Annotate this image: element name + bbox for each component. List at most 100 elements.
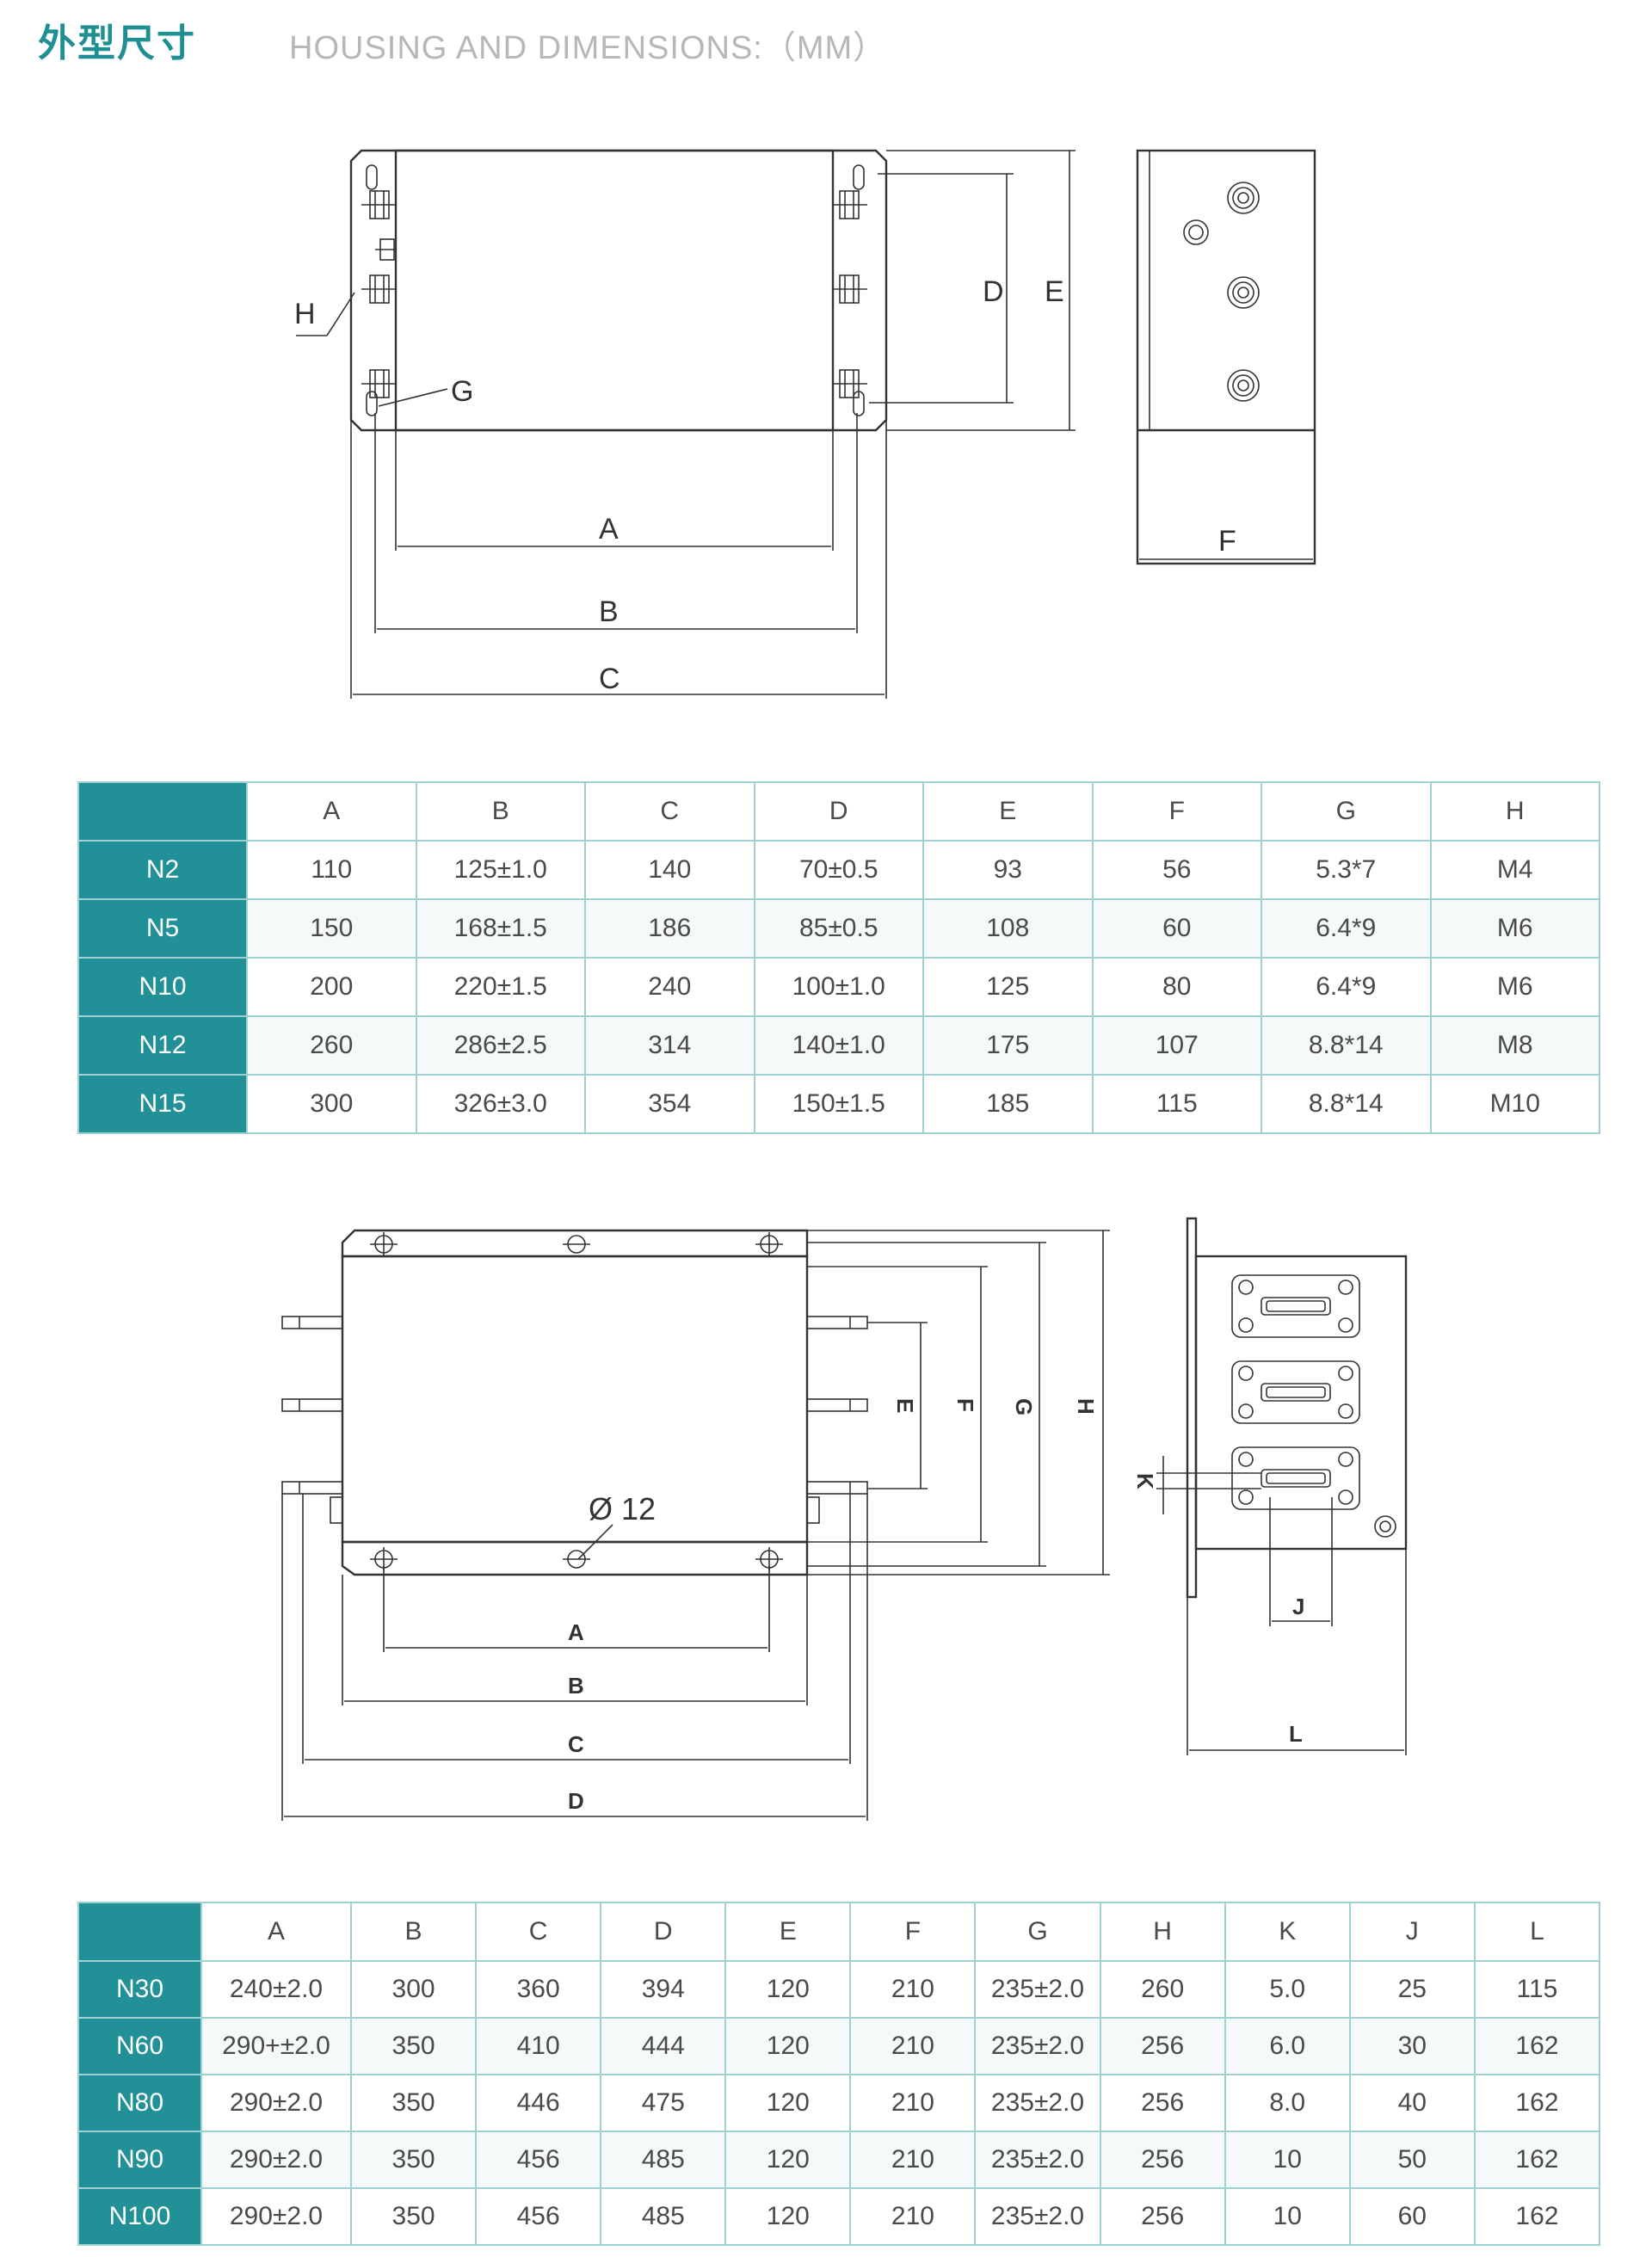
table-cell: 162 xyxy=(1473,2187,1601,2246)
front-view-1: H G D E A B C xyxy=(294,149,1076,699)
table-cell: 115 xyxy=(1473,1960,1601,2019)
table-cell: 350 xyxy=(349,2074,478,2132)
table-cell: 256 xyxy=(1099,2131,1226,2189)
table-row: N30 240±2.0 300 360 394 120 210 235±2.0 … xyxy=(77,1960,1601,2019)
row-model: N30 xyxy=(77,1960,202,2019)
left-terminal-2 xyxy=(361,274,396,304)
terminal-block-2 xyxy=(1231,1360,1360,1424)
right-busbar-terminals xyxy=(806,1316,868,1524)
table-cell: 168±1.5 xyxy=(415,898,586,959)
table-cell: 300 xyxy=(246,1074,417,1134)
ground-screw xyxy=(1374,1515,1396,1538)
col-header: F xyxy=(1091,781,1262,842)
table-cell: 350 xyxy=(349,2131,478,2189)
table-cell: 120 xyxy=(724,2187,852,2246)
left-terminal-3 xyxy=(361,369,396,398)
table-cell: 410 xyxy=(475,2017,602,2075)
table-cell: 70±0.5 xyxy=(753,840,924,900)
table-cell: 115 xyxy=(1091,1074,1262,1134)
right-terminal-3 xyxy=(833,369,867,398)
table-cell: 40 xyxy=(1348,2074,1476,2132)
table-cell: 140±1.0 xyxy=(753,1015,924,1076)
table-cell: 360 xyxy=(475,1960,602,2019)
table-cell: 140 xyxy=(584,840,755,900)
col-header: K xyxy=(1224,1902,1351,1962)
table-row: N12 260 286±2.5 314 140±1.0 175 107 8.8*… xyxy=(77,1015,1600,1076)
col-header: E xyxy=(922,781,1094,842)
table-row: N80 290±2.0 350 446 475 120 210 235±2.0 … xyxy=(77,2074,1601,2132)
table-cell: 162 xyxy=(1473,2074,1601,2132)
table-cell: 125±1.0 xyxy=(415,840,586,900)
label-e2: E xyxy=(892,1398,918,1413)
table-cell: 162 xyxy=(1473,2131,1601,2189)
right-terminal-1 xyxy=(833,190,867,219)
table-cell: 25 xyxy=(1348,1960,1476,2019)
label-f2: F xyxy=(952,1398,978,1412)
dimension-drawing-2: Ø 12 E F G H A B C xyxy=(281,1217,1408,1821)
table-cell: 240±2.0 xyxy=(200,1960,352,2019)
table-cell: 6.4*9 xyxy=(1261,898,1432,959)
label-g2: G xyxy=(1011,1398,1037,1415)
table-cell: 150 xyxy=(246,898,417,959)
table-row: N5 150 168±1.5 186 85±0.5 108 60 6.4*9 M… xyxy=(77,898,1600,959)
side-view-2: K J L xyxy=(1132,1217,1408,1755)
table-cell: 10 xyxy=(1224,2187,1351,2246)
col-header: G xyxy=(1261,781,1432,842)
table-row: N90 290±2.0 350 456 485 120 210 235±2.0 … xyxy=(77,2131,1601,2189)
col-header: F xyxy=(849,1902,977,1962)
col-header: E xyxy=(724,1902,852,1962)
table-cell: 6.4*9 xyxy=(1261,957,1432,1017)
row-model: N10 xyxy=(77,957,248,1017)
table-cell: 456 xyxy=(475,2187,602,2246)
label-b: B xyxy=(599,595,619,628)
right-terminal-2 xyxy=(833,274,867,304)
table-row: N100 290±2.0 350 456 485 120 210 235±2.0… xyxy=(77,2187,1601,2246)
table-cell: 110 xyxy=(246,840,417,900)
table-cell: 125 xyxy=(922,957,1094,1017)
col-header: B xyxy=(349,1902,478,1962)
table-cell: 8.8*14 xyxy=(1261,1074,1432,1134)
table-cell: 120 xyxy=(724,1960,852,2019)
table-cell: 210 xyxy=(849,2131,977,2189)
table-cell: 350 xyxy=(349,2017,478,2075)
table-cell: 314 xyxy=(584,1015,755,1076)
label-a2: A xyxy=(568,1619,584,1645)
label-h2: H xyxy=(1073,1398,1099,1415)
table-cell: 240 xyxy=(584,957,755,1017)
label-e: E xyxy=(1045,275,1064,308)
filter-body-2 xyxy=(341,1255,809,1544)
label-hole-diameter: Ø 12 xyxy=(589,1491,656,1526)
table-cell: 200 xyxy=(246,957,417,1017)
table-cell: M6 xyxy=(1429,898,1600,959)
table-cell: 150±1.5 xyxy=(753,1074,924,1134)
front-view-2: Ø 12 E F G H A B C xyxy=(281,1229,1110,1821)
table-cell: 162 xyxy=(1473,2017,1601,2075)
table-cell: 485 xyxy=(600,2131,727,2189)
table-cell: 456 xyxy=(475,2131,602,2189)
table-cell: 175 xyxy=(922,1015,1094,1076)
col-header: H xyxy=(1429,781,1600,842)
table-row: N15 300 326±3.0 354 150±1.5 185 115 8.8*… xyxy=(77,1074,1600,1134)
table-cell: 210 xyxy=(849,2187,977,2246)
table-cell: 85±0.5 xyxy=(753,898,924,959)
row-model: N90 xyxy=(77,2131,202,2189)
col-header: L xyxy=(1473,1902,1601,1962)
section-title-english: HOUSING AND DIMENSIONS:（MM） xyxy=(289,30,887,66)
table-cell: M10 xyxy=(1429,1074,1600,1134)
col-header: C xyxy=(584,781,755,842)
section-title-chinese: 外型尺寸 xyxy=(38,22,196,65)
col-header: J xyxy=(1348,1902,1476,1962)
table-cell: M4 xyxy=(1429,840,1600,900)
table-cell: 300 xyxy=(349,1960,478,2019)
col-header: G xyxy=(974,1902,1101,1962)
dimension-table-2: A B C D E F G H K J L N30 240±2.0 300 36… xyxy=(77,1902,1601,2246)
table-cell: 185 xyxy=(922,1074,1094,1134)
flange-outline xyxy=(349,149,888,432)
label-b2: B xyxy=(568,1673,584,1699)
table-cell: 5.0 xyxy=(1224,1960,1351,2019)
table-cell: 80 xyxy=(1091,957,1262,1017)
dimension-table-1: A B C D E F G H N2 110 125±1.0 140 70±0.… xyxy=(77,781,1600,1134)
table-cell: 235±2.0 xyxy=(974,2187,1101,2246)
table-cell: 210 xyxy=(849,2074,977,2132)
label-d2: D xyxy=(568,1788,584,1814)
